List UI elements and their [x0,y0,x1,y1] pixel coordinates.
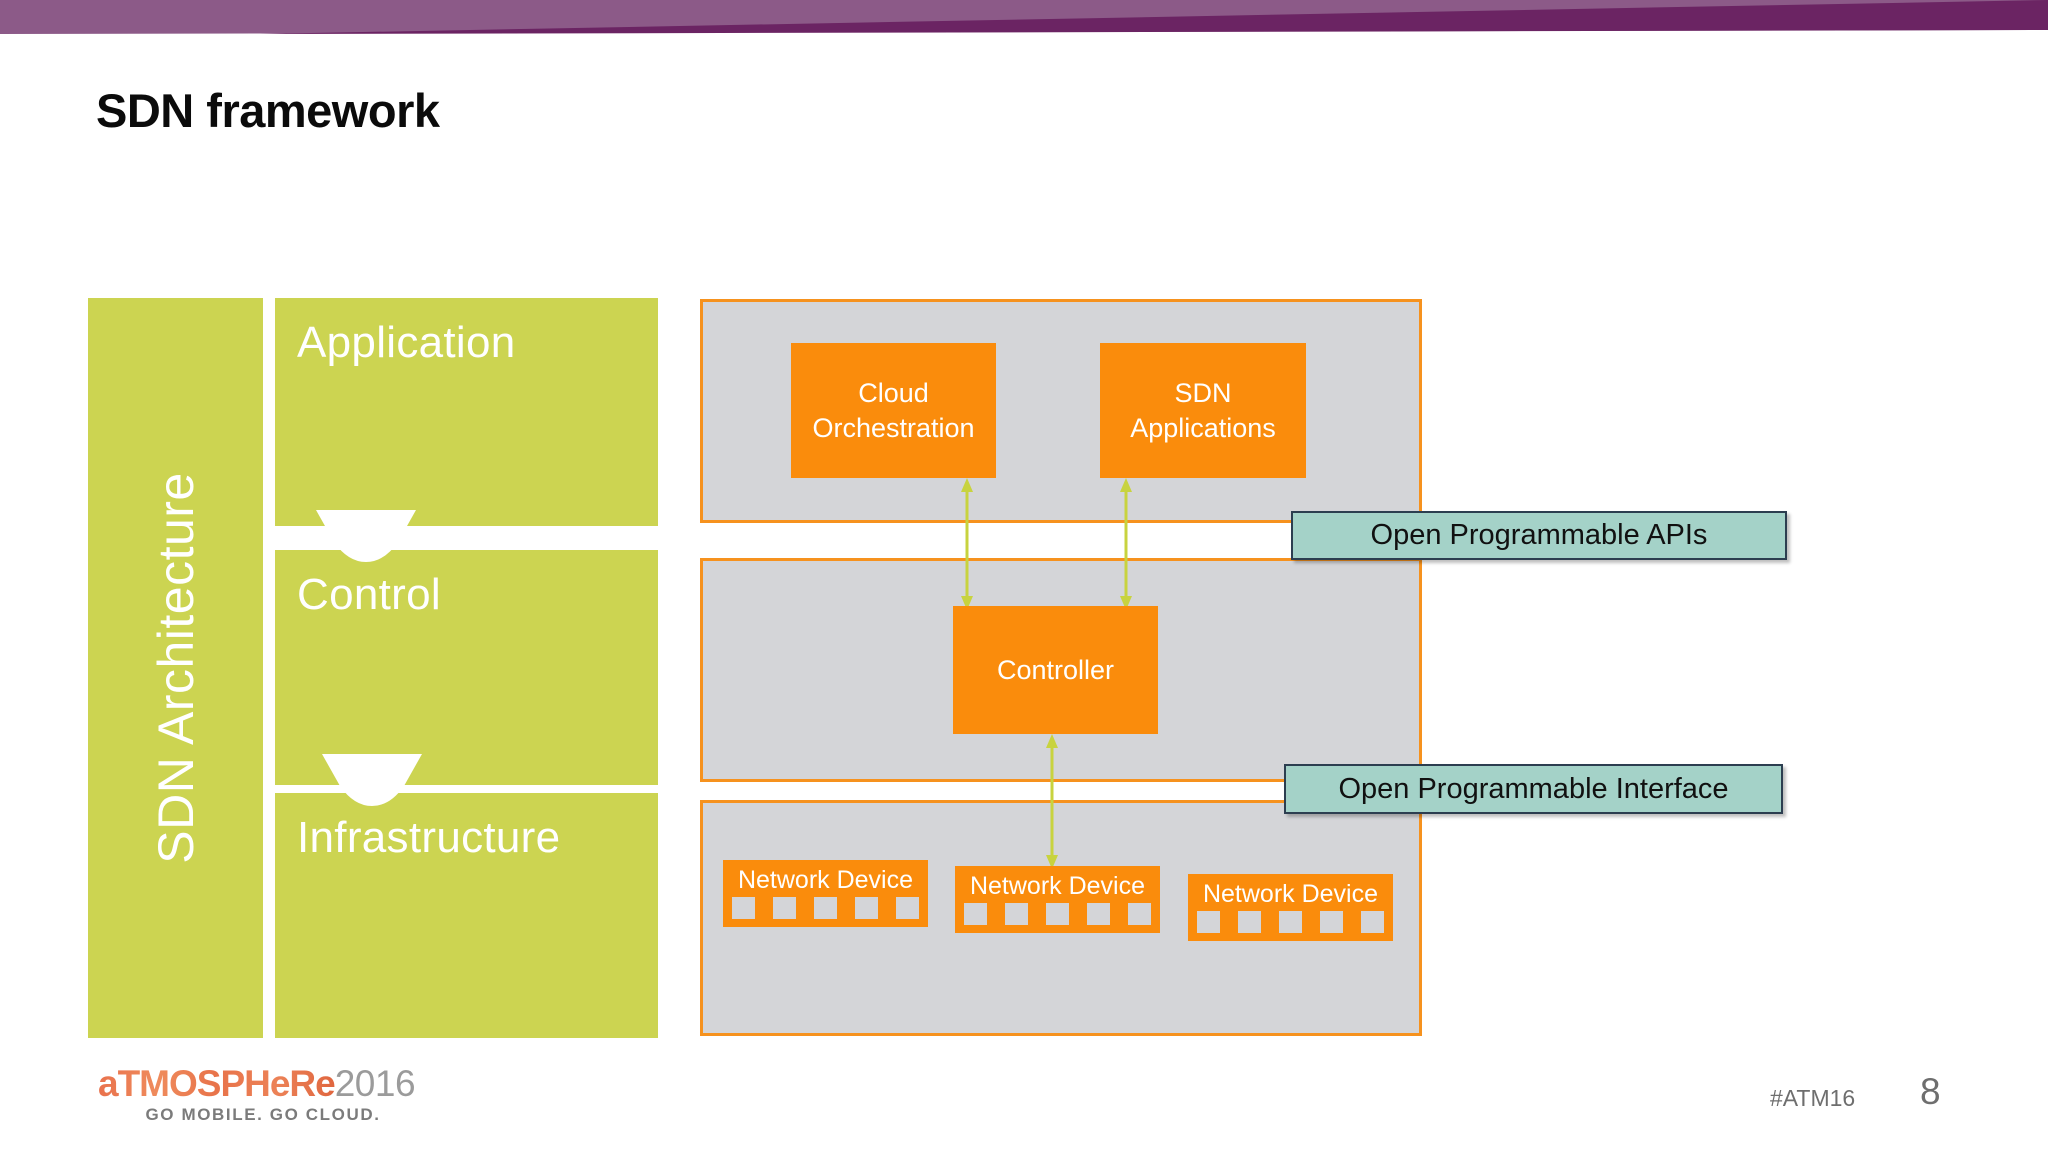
callout-open-programmable-interface[interactable]: Open Programmable Interface [1284,764,1783,814]
callout-open-programmable-interface-label: Open Programmable Interface [1338,772,1729,805]
box-sdn-applications[interactable]: SDN Applications [1100,343,1306,478]
brand-year: 2016 [334,1063,416,1104]
callout-open-programmable-apis-label: Open Programmable APIs [1370,519,1708,551]
sdn-architecture-column: SDN Architecture [88,298,263,1038]
box-cloud-orchestration-line1: Cloud [858,377,929,408]
port-icon [1197,911,1220,933]
network-device-1-ports [732,897,919,919]
box-controller-label: Controller [996,654,1115,685]
box-cloud-orchestration-line2: Orchestration [812,412,975,443]
port-icon [1128,903,1151,925]
network-device-2-label: Network Device [969,872,1146,900]
event-hashtag: #ATM16 [1770,1085,1856,1111]
port-icon [1279,911,1302,933]
box-sdn-applications-line1: SDN [1174,377,1232,408]
port-icon [1005,903,1028,925]
layer-application-label: Application [297,318,516,367]
port-icon [1046,903,1069,925]
brand-wordmark: aTMOSPHeRe2016 [98,1065,428,1102]
port-icon [896,897,919,919]
port-icon [1320,911,1343,933]
network-device-3-label: Network Device [1202,880,1379,908]
layer-control-label: Control [297,570,441,619]
port-icon [964,903,987,925]
layer-infrastructure-label: Infrastructure [297,813,561,862]
page-title: SDN framework [96,84,440,137]
box-controller[interactable]: Controller [953,606,1158,734]
banner-shapes [0,0,2048,34]
layer-infrastructure: Infrastructure [275,793,658,1038]
port-icon [1087,903,1110,925]
port-icon [814,897,837,919]
port-icon [773,897,796,919]
sdn-architecture-label: SDN Architecture [147,472,204,864]
atmosphere-logo: aTMOSPHeRe2016 GO MOBILE. GO CLOUD. [98,1065,428,1127]
banner-dark-wedge [260,0,2048,34]
network-device-3-ports [1197,911,1384,933]
layer-control: Control [275,550,658,785]
port-icon [1238,911,1261,933]
port-icon [732,897,755,919]
brand-name: aTMOSPHeRe [98,1063,336,1104]
port-icon [855,897,878,919]
network-device-1-label: Network Device [737,866,914,894]
header-banner [0,0,2048,34]
box-sdn-applications-line2: Applications [1130,412,1276,443]
callout-open-programmable-apis[interactable]: Open Programmable APIs [1291,511,1787,560]
network-device-3[interactable]: Network Device [1188,874,1393,941]
network-device-2-ports [964,903,1151,925]
network-device-2[interactable]: Network Device [955,866,1160,933]
box-cloud-orchestration[interactable]: Cloud Orchestration [791,343,996,478]
page-number: 8 [1920,1071,1941,1112]
brand-tagline: GO MOBILE. GO CLOUD. [145,1105,381,1124]
network-device-1[interactable]: Network Device [723,860,928,927]
port-icon [1361,911,1384,933]
layer-application: Application [275,298,658,526]
